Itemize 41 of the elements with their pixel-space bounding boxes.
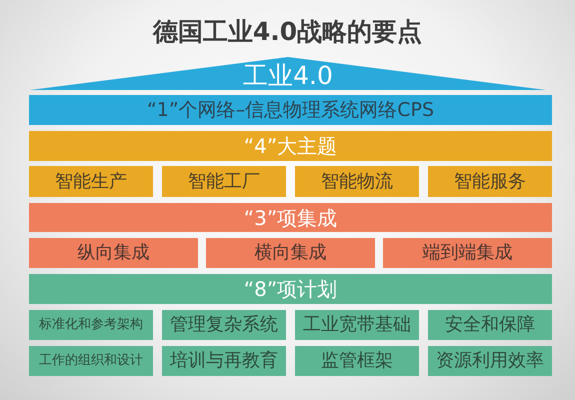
- band-label: “3”项集成: [244, 206, 338, 228]
- topic-box: [162, 346, 286, 376]
- box-label: 工作的组织和设计: [39, 354, 143, 368]
- topic-box: [295, 166, 419, 197]
- layer-band: [29, 95, 552, 125]
- topic-box: [162, 310, 286, 340]
- diagram-title: 德国工业4.0战略的要点: [152, 17, 422, 46]
- topic-box: [29, 238, 198, 268]
- band-label: “8”项计划: [244, 278, 338, 300]
- box-label: 智能生产: [55, 172, 127, 192]
- topic-box: [162, 166, 286, 197]
- topic-box: [206, 238, 375, 268]
- roof-triangle: [30, 57, 546, 90]
- box-label: 横向集成: [254, 243, 326, 263]
- topic-box: [295, 346, 419, 376]
- topic-box: [29, 166, 153, 197]
- layer-band: [29, 131, 552, 161]
- layer-band: [29, 274, 552, 304]
- roof-label: 工业4.0: [243, 62, 333, 89]
- box-label: 安全和保障: [445, 315, 535, 335]
- topic-box: [428, 346, 552, 376]
- box-label: 培训与再教育: [170, 351, 278, 371]
- topic-box: [383, 238, 552, 268]
- topic-box: [29, 310, 153, 340]
- box-label: 资源利用效率: [436, 351, 544, 371]
- topic-box: [428, 310, 552, 340]
- box-label: 智能物流: [321, 172, 393, 192]
- box-label: 管理复杂系统: [170, 315, 278, 335]
- topic-box: [29, 346, 153, 376]
- box-label: 工业宽带基础: [303, 315, 411, 335]
- band-label: “1”个网络–信息物理系统网络CPS: [146, 100, 434, 120]
- box-label: 端到端集成: [422, 243, 512, 263]
- layer-band: [29, 203, 552, 232]
- box-label: 纵向集成: [78, 243, 150, 263]
- box-label: 智能服务: [454, 172, 526, 192]
- box-label: 标准化和参考架构: [39, 318, 143, 332]
- topic-box: [295, 310, 419, 340]
- band-label: “4”大主题: [244, 135, 338, 157]
- box-label: 智能工厂: [188, 172, 260, 192]
- topic-box: [428, 166, 552, 197]
- box-label: 监管框架: [321, 351, 393, 371]
